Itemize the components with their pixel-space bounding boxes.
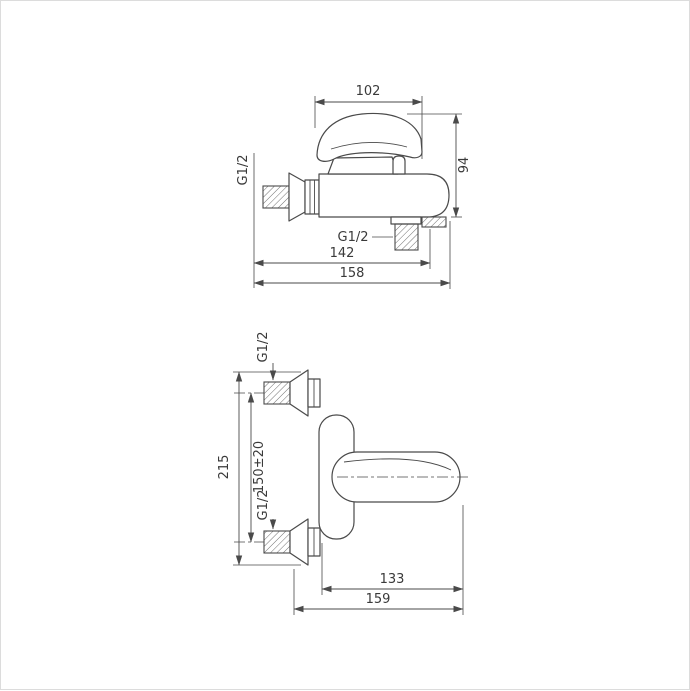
dim-158-label: 158 xyxy=(340,266,365,281)
side-view-faucet xyxy=(262,112,450,251)
side-cartridge-cap xyxy=(327,156,399,175)
side-wall-thread xyxy=(262,185,290,209)
label-front-lower-thread: G1/2 xyxy=(256,490,277,530)
front-lower-escutcheon xyxy=(289,518,309,566)
dim-142: 142 xyxy=(253,229,431,269)
dim-159: 159 xyxy=(293,569,464,615)
front-view-faucet xyxy=(234,369,471,566)
dim-215: 215 xyxy=(217,371,301,566)
side-lever-handle xyxy=(316,112,423,162)
front-lower-thread xyxy=(263,530,291,554)
side-diverter-knob xyxy=(392,155,406,175)
side-spout-aerator xyxy=(421,216,447,228)
dim-inlet-spacing-label: 150±20 xyxy=(252,441,267,493)
dim-133: 133 xyxy=(321,505,464,615)
label-front-upper-thread: G1/2 xyxy=(256,332,277,381)
dim-94: 94 xyxy=(407,113,472,218)
front-upper-thread xyxy=(263,381,291,405)
front-view: G1/2 G1/2 215 150±20 xyxy=(217,332,471,615)
front-lower-thread-label: G1/2 xyxy=(256,490,271,521)
side-escutcheon-cone xyxy=(288,172,306,222)
front-handle-detail-line xyxy=(343,458,452,471)
side-connection-nut xyxy=(304,179,320,215)
side-shower-outlet-thread xyxy=(394,223,419,251)
label-side-wall-thread: G1/2 xyxy=(236,153,255,288)
side-faucet-body xyxy=(318,173,450,218)
label-side-shower-thread: G1/2 xyxy=(338,230,393,245)
dim-133-label: 133 xyxy=(380,572,405,587)
dim-94-label: 94 xyxy=(457,157,472,174)
dim-159-label: 159 xyxy=(366,592,391,607)
dim-102-label: 102 xyxy=(356,84,381,99)
dim-142-label: 142 xyxy=(330,246,355,261)
side-wall-thread-label: G1/2 xyxy=(236,155,251,186)
front-upper-escutcheon xyxy=(289,369,309,417)
dim-150-20: 150±20 xyxy=(247,392,267,543)
side-handle-detail-line xyxy=(330,142,408,150)
dim-158: 158 xyxy=(253,221,451,289)
side-view: 102 94 G1/2 G1/2 xyxy=(236,84,472,289)
front-upper-thread-label: G1/2 xyxy=(256,332,271,363)
side-shower-thread-label: G1/2 xyxy=(338,230,369,245)
side-shower-outlet-collar xyxy=(390,216,422,225)
dim-102: 102 xyxy=(314,84,423,159)
dim-215-label: 215 xyxy=(217,455,232,480)
